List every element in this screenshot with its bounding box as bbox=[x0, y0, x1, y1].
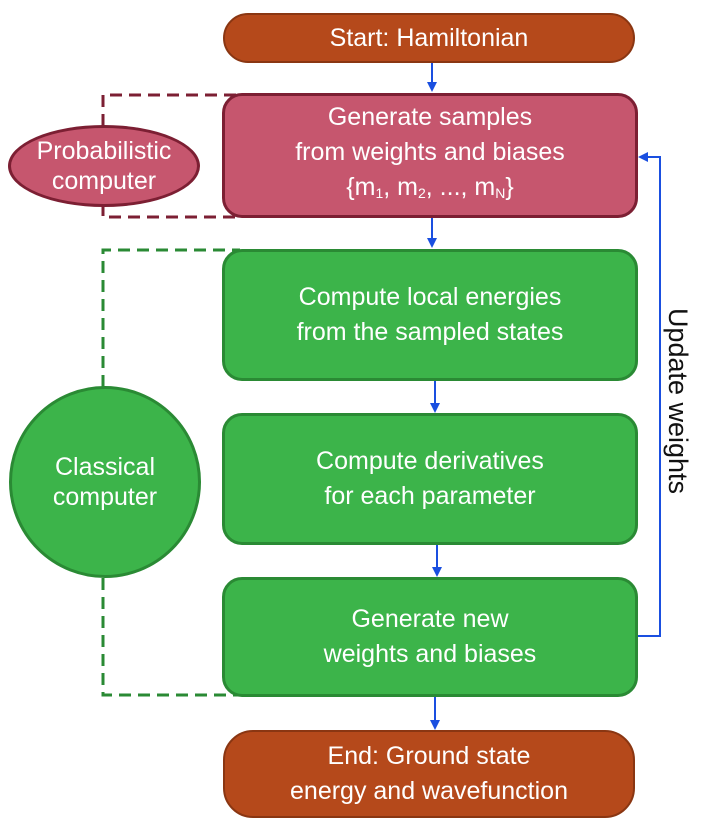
new-weights-line1: Generate new bbox=[351, 605, 509, 633]
local-energies-line1: Compute local energies bbox=[298, 283, 562, 311]
update-weights-loop bbox=[638, 152, 661, 637]
sample-set: {m1, m2, ..., mN} bbox=[346, 173, 514, 201]
new-weights-line2: weights and biases bbox=[323, 640, 537, 668]
start-node: Start: Hamiltonian bbox=[223, 13, 635, 63]
probabilistic-line1: Probabilistic bbox=[36, 137, 172, 165]
update-weights-label: Update weights bbox=[663, 307, 693, 495]
generate-samples-line1: Generate samples bbox=[327, 103, 533, 131]
start-label: Start: Hamiltonian bbox=[329, 23, 529, 52]
classical-computer-node: Classical computer bbox=[9, 386, 201, 578]
derivatives-line2: for each parameter bbox=[324, 482, 536, 510]
probabilistic-computer-node: Probabilistic computer bbox=[8, 125, 200, 207]
generate-samples-line2: from weights and biases bbox=[295, 138, 565, 166]
local-energies-line2: from the sampled states bbox=[296, 318, 564, 346]
derivatives-line1: Compute derivatives bbox=[316, 447, 544, 475]
derivatives-node: Compute derivatives for each parameter bbox=[222, 413, 638, 545]
classical-line2: computer bbox=[52, 483, 158, 511]
end-node: End: Ground state energy and wavefunctio… bbox=[223, 730, 635, 818]
classical-bracket bbox=[101, 248, 240, 697]
new-weights-node: Generate new weights and biases bbox=[222, 577, 638, 697]
local-energies-node: Compute local energies from the sampled … bbox=[222, 249, 638, 381]
probabilistic-line2: computer bbox=[51, 167, 157, 195]
generate-samples-node: Generate samples from weights and biases… bbox=[222, 93, 638, 218]
end-line2: energy and wavefunction bbox=[290, 777, 568, 805]
classical-line1: Classical bbox=[54, 453, 156, 481]
end-line1: End: Ground state bbox=[327, 742, 531, 770]
